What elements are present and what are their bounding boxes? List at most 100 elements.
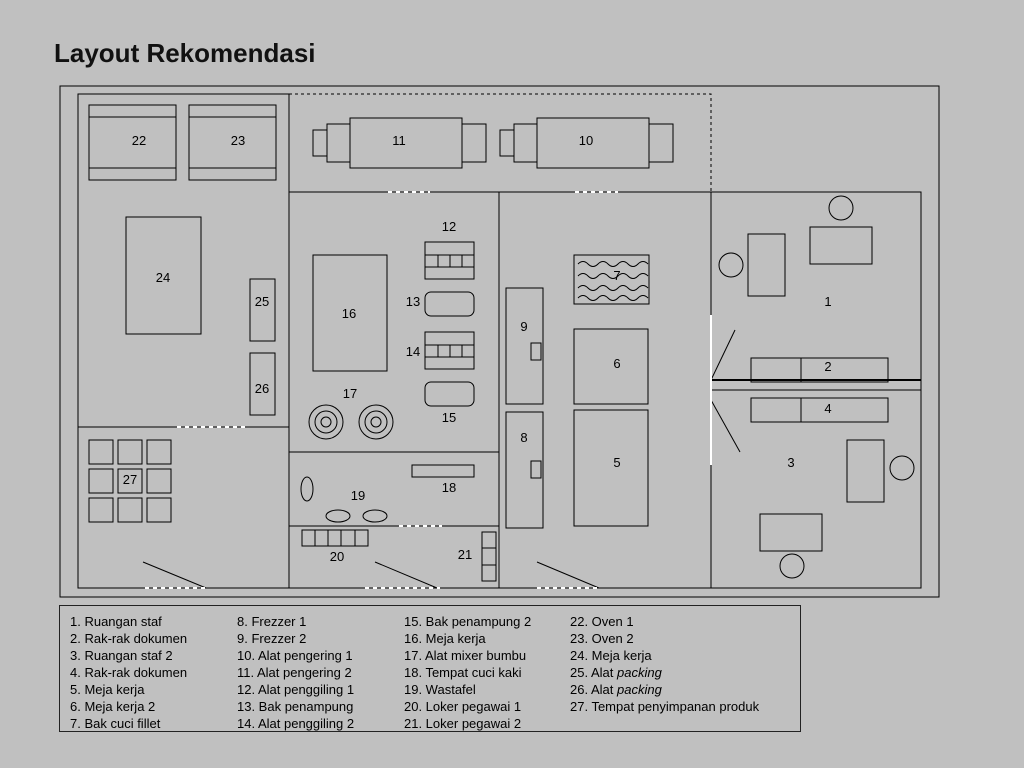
legend-item: 6. Meja kerja 2	[70, 699, 156, 714]
packing-tool-26	[249, 352, 276, 416]
oven-1	[88, 104, 177, 181]
legend-item: 19. Wastafel	[404, 682, 476, 697]
legend-item: 7. Bak cuci fillet	[70, 716, 161, 731]
label-26: 26	[255, 381, 269, 396]
desk-staff-1a	[809, 226, 873, 265]
locker-21	[481, 531, 497, 582]
legend-item: 23. Oven 2	[570, 631, 634, 646]
fillet-sink-7	[573, 254, 650, 305]
page-title: Layout Rekomendasi	[54, 38, 316, 68]
label-3: 3	[787, 455, 794, 470]
work-table-6	[573, 328, 649, 405]
legend-item: 16. Meja kerja	[404, 631, 486, 646]
label-17: 17	[343, 386, 357, 401]
work-table-5	[573, 409, 649, 527]
label-10: 10	[579, 133, 593, 148]
grinder-12	[424, 241, 475, 280]
legend-item: 24. Meja kerja	[570, 648, 652, 663]
label-20: 20	[330, 549, 344, 564]
product-storage-27	[88, 439, 172, 523]
legend-column-4: 22. Oven 1 23. Oven 2 24. Meja kerja 25.…	[570, 613, 759, 715]
legend: 1. Ruangan staf 2. Rak-rak dokumen 3. Ru…	[59, 605, 801, 732]
freezer-9	[505, 287, 544, 405]
label-2: 2	[824, 359, 831, 374]
legend-item: 15. Bak penampung 2	[404, 614, 532, 629]
legend-item: 2. Rak-rak dokumen	[70, 631, 188, 646]
label-6: 6	[613, 356, 620, 371]
label-11: 11	[392, 133, 406, 148]
fillet-sink-wave-2	[577, 273, 649, 279]
label-23: 23	[231, 133, 245, 148]
door-storage	[142, 561, 207, 589]
legend-item: 10. Alat pengering 1	[237, 648, 353, 663]
work-table-24	[125, 216, 202, 335]
sink-19	[300, 476, 388, 523]
legend-item: 8. Frezzer 1	[237, 614, 307, 629]
basin-13	[424, 291, 475, 317]
document-shelf-4	[750, 397, 889, 423]
grinder-14	[424, 331, 475, 370]
legend-column-3: 15. Bak penampung 2 16. Meja kerja 17. A…	[404, 613, 531, 732]
door-staff-1	[710, 329, 736, 381]
desk-staff-3b	[759, 513, 823, 552]
label-14: 14	[406, 344, 420, 359]
label-1: 1	[824, 294, 831, 309]
desk-staff-1b	[747, 233, 786, 297]
spice-mixer-17	[308, 404, 394, 440]
legend-item: 18. Tempat cuci kaki	[404, 665, 522, 680]
basin-15	[424, 381, 475, 407]
label-12: 12	[442, 219, 456, 234]
legend-item: 27. Tempat penyimpanan produk	[570, 699, 760, 714]
legend-item: 4. Rak-rak dokumen	[70, 665, 188, 680]
chair-staff-1a	[828, 195, 854, 221]
foot-wash-18	[411, 464, 475, 478]
label-8: 8	[520, 430, 527, 445]
legend-item: 21. Loker pegawai 2	[404, 716, 522, 731]
chair-staff-3a	[889, 455, 915, 481]
legend-column-1: 1. Ruangan staf 2. Rak-rak dokumen 3. Ru…	[70, 613, 187, 732]
label-25: 25	[255, 294, 269, 309]
fillet-sink-wave-3	[577, 285, 649, 291]
work-table-16	[312, 254, 388, 372]
legend-item: 1. Ruangan staf	[70, 614, 162, 629]
fillet-sink-wave-4	[577, 295, 649, 301]
floor-plan: 1 2 3 4 5 6 7 8 9 10 11 12 13 14 15 16 1…	[59, 85, 940, 598]
chair-staff-1b	[718, 252, 744, 278]
legend-item: 25. Alat packing	[570, 665, 662, 680]
fillet-sink-wave-1	[577, 261, 649, 267]
label-15: 15	[442, 410, 456, 425]
label-19: 19	[351, 488, 365, 503]
legend-item: 22. Oven 1	[570, 614, 634, 629]
door-processing	[536, 561, 600, 589]
legend-item: 17. Alat mixer bumbu	[404, 648, 527, 663]
label-9: 9	[520, 319, 527, 334]
legend-item: 9. Frezzer 2	[237, 631, 307, 646]
packing-tool-25	[249, 278, 276, 342]
label-21: 21	[458, 547, 472, 562]
plan-frame	[59, 85, 940, 598]
legend-item: 5. Meja kerja	[70, 682, 145, 697]
desk-staff-3a	[846, 439, 885, 503]
door-staff-2	[710, 399, 741, 453]
document-shelf-2	[750, 357, 889, 383]
label-5: 5	[613, 455, 620, 470]
label-7: 7	[613, 268, 620, 283]
legend-item: 12. Alat penggiling 1	[237, 682, 355, 697]
label-27: 27	[123, 472, 137, 487]
legend-item: 20. Loker pegawai 1	[404, 699, 522, 714]
label-18: 18	[442, 480, 456, 495]
chair-staff-3b	[779, 553, 805, 579]
label-24: 24	[156, 270, 170, 285]
dryer-10	[499, 117, 674, 169]
freezer-8	[505, 411, 544, 529]
legend-item: 11. Alat pengering 2	[237, 665, 352, 680]
legend-column-2: 8. Frezzer 1 9. Frezzer 2 10. Alat penge…	[237, 613, 354, 732]
label-13: 13	[406, 294, 420, 309]
label-22: 22	[132, 133, 146, 148]
legend-item: 26. Alat packing	[570, 682, 662, 697]
label-4: 4	[824, 401, 831, 416]
legend-item: 13. Bak penampung	[237, 699, 354, 714]
label-16: 16	[342, 306, 356, 321]
dryer-11	[312, 117, 487, 169]
locker-20	[301, 529, 369, 547]
